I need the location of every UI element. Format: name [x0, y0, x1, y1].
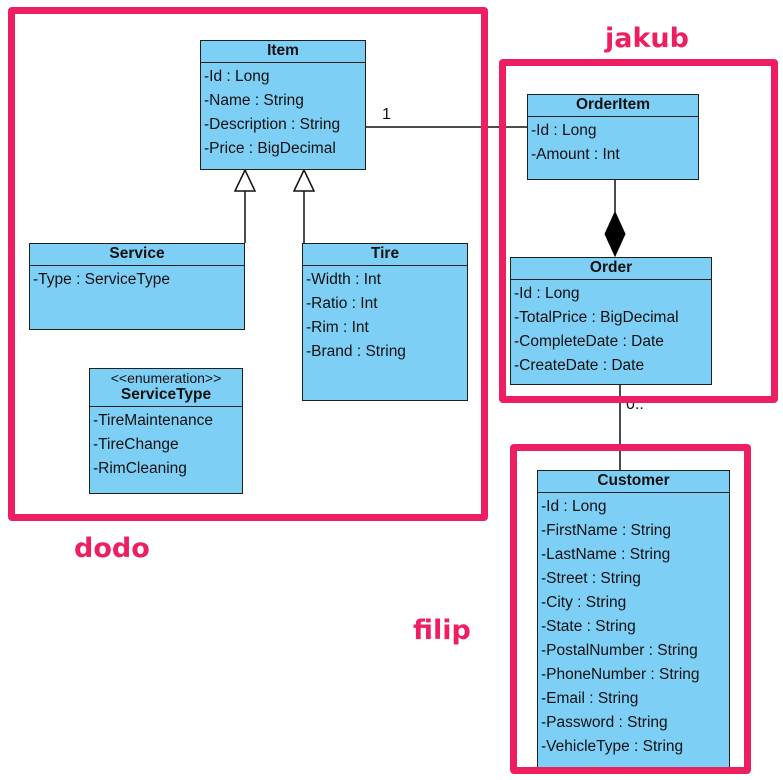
- group-frame-filip: [510, 444, 751, 774]
- attribute: -Id : Long: [541, 498, 607, 515]
- attribute: -PostalNumber : String: [541, 642, 698, 659]
- attribute: -Ratio : Int: [306, 295, 378, 312]
- group-frame-dodo: [8, 7, 488, 521]
- attribute: -CompleteDate : Date: [514, 333, 664, 350]
- enum-literal: -TireChange: [93, 436, 179, 453]
- class-order-attributes: -Id : Long -TotalPrice : BigDecimal -Com…: [511, 280, 711, 378]
- attribute: -City : String: [541, 594, 627, 611]
- attribute: -Price : BigDecimal: [204, 140, 336, 157]
- enum-literal: -RimCleaning: [93, 460, 187, 477]
- class-item-attributes: -Id : Long -Name : String -Description :…: [201, 63, 365, 161]
- class-item[interactable]: Item -Id : Long -Name : String -Descript…: [200, 40, 366, 170]
- class-service-attributes: -Type : ServiceType: [30, 266, 244, 292]
- multiplicity-item-orderitem: 1: [382, 106, 391, 123]
- attribute: -VehicleType : String: [541, 738, 684, 755]
- class-customer-name: Customer: [538, 471, 729, 493]
- attribute: -Street : String: [541, 570, 641, 587]
- class-item-name: Item: [201, 41, 365, 63]
- attribute: -Id : Long: [531, 122, 597, 139]
- class-customer-attributes: -Id : Long -FirstName : String -LastName…: [538, 493, 729, 759]
- composition-diamond: [604, 210, 626, 258]
- enumeration-stereotype: <<enumeration>>: [110, 370, 222, 386]
- generalization-arrowhead-tire: [292, 168, 316, 192]
- group-label-dodo: dodo: [74, 533, 150, 564]
- attribute: -Email : String: [541, 690, 639, 707]
- class-tire-name: Tire: [303, 244, 467, 266]
- attribute: -CreateDate : Date: [514, 357, 645, 374]
- attribute: -Id : Long: [204, 68, 270, 85]
- group-frame-jakub: [499, 59, 778, 403]
- group-label-jakub: jakub: [605, 23, 689, 54]
- attribute: -Id : Long: [514, 285, 580, 302]
- attribute: -Password : String: [541, 714, 668, 731]
- class-order-item[interactable]: OrderItem -Id : Long -Amount : Int: [527, 94, 699, 180]
- class-order[interactable]: Order -Id : Long -TotalPrice : BigDecima…: [510, 257, 712, 385]
- group-label-filip: filip: [413, 615, 471, 646]
- attribute: -Name : String: [204, 92, 304, 109]
- attribute: -Description : String: [204, 116, 341, 133]
- class-service-type[interactable]: <<enumeration>> ServiceType -TireMainten…: [89, 368, 243, 494]
- class-customer[interactable]: Customer -Id : Long -FirstName : String …: [537, 470, 730, 770]
- attribute: -Type : ServiceType: [33, 271, 170, 288]
- attribute: -Brand : String: [306, 343, 406, 360]
- enum-literal: -TireMaintenance: [93, 412, 214, 429]
- attribute: -FirstName : String: [541, 522, 672, 539]
- class-service[interactable]: Service -Type : ServiceType: [29, 243, 245, 330]
- class-order-item-name: OrderItem: [528, 95, 698, 117]
- class-order-item-attributes: -Id : Long -Amount : Int: [528, 117, 698, 167]
- class-service-type-name: ServiceType: [120, 386, 212, 403]
- attribute: -TotalPrice : BigDecimal: [514, 309, 679, 326]
- attribute: -Width : Int: [306, 271, 381, 288]
- attribute: -Amount : Int: [531, 146, 620, 163]
- attribute: -PhoneNumber : String: [541, 666, 700, 683]
- attribute: -LastName : String: [541, 546, 671, 563]
- class-tire-attributes: -Width : Int -Ratio : Int -Rim : Int -Br…: [303, 266, 467, 364]
- attribute: -State : String: [541, 618, 636, 635]
- class-service-type-header: <<enumeration>> ServiceType: [90, 369, 242, 407]
- class-order-name: Order: [511, 258, 711, 280]
- class-tire[interactable]: Tire -Width : Int -Ratio : Int -Rim : In…: [302, 243, 468, 401]
- class-service-type-literals: -TireMaintenance -TireChange -RimCleanin…: [90, 407, 242, 481]
- class-service-name: Service: [30, 244, 244, 266]
- attribute: -Rim : Int: [306, 319, 369, 336]
- generalization-arrowhead-service: [233, 168, 257, 192]
